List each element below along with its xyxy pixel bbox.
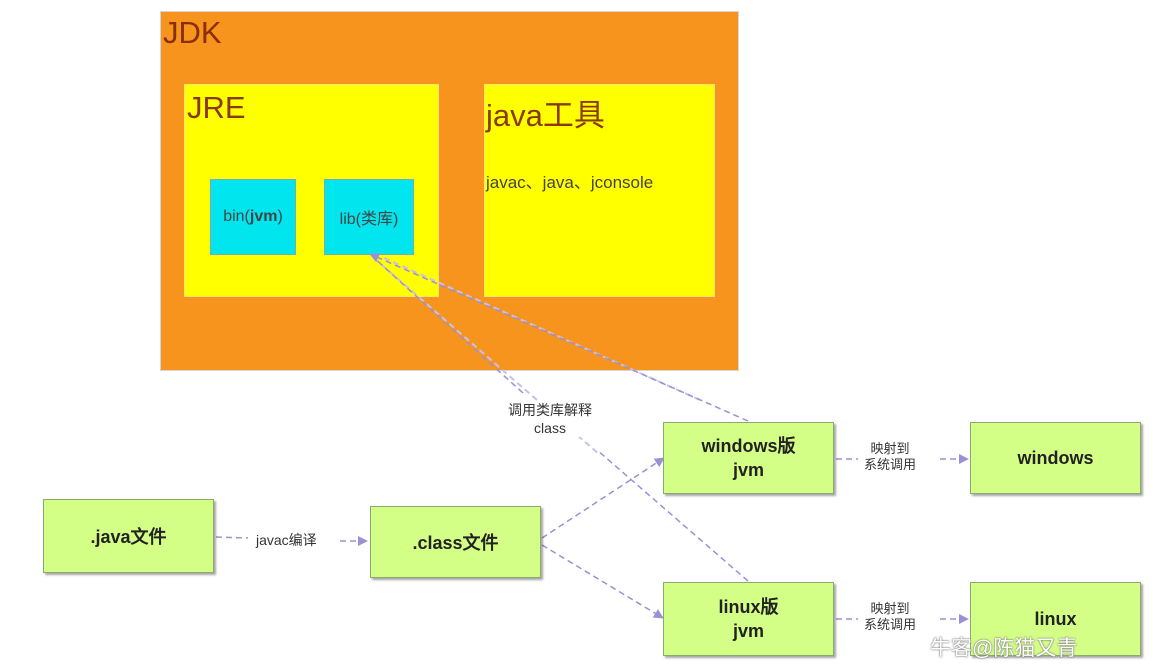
windows-jvm-node: windows版 jvm	[663, 422, 834, 494]
linux-jvm-label-line2: jvm	[732, 621, 764, 641]
linux-jvm-to-lib-line-1	[596, 449, 749, 582]
java-tools-box	[484, 84, 715, 297]
linux-os-label: linux	[1034, 608, 1077, 629]
map-windows-label-line2: 系统调用	[864, 457, 917, 472]
java-file-node: .java文件	[43, 499, 214, 573]
watermark: 牛客@陈猫又青	[930, 637, 1078, 660]
java-tools-list: javac、java、jconsole	[486, 173, 654, 192]
call-lib-label: 调用类库解释 class	[505, 401, 595, 437]
jdk-title: JDK	[163, 15, 222, 50]
java-file-label: .java文件	[90, 527, 167, 547]
class-file-node: .class文件	[370, 506, 541, 578]
windows-jvm-to-lib-arrow	[369, 253, 749, 422]
class-to-linux-jvm-arrow	[541, 544, 664, 619]
linux-jvm-label-line1: linux版	[718, 597, 779, 617]
call-lib-label-line1: 调用类库解释	[508, 402, 592, 418]
bin-jvm-box: bin(jvm)	[210, 179, 296, 255]
windows-os-label: windows	[1017, 447, 1094, 468]
map-linux-label-line2: 系统调用	[864, 617, 917, 632]
lib-box: lib(类库)	[324, 179, 414, 255]
javac-compile-label: javac编译	[252, 531, 321, 549]
class-to-windows-jvm-arrow	[541, 457, 665, 539]
map-linux-label-line1: 映射到	[870, 601, 910, 616]
linux-jvm-to-lib-line-2	[371, 255, 524, 394]
class-file-label: .class文件	[412, 533, 499, 553]
lib-label: lib(类库)	[339, 211, 399, 228]
windows-jvm-label-line1: windows版	[701, 436, 796, 456]
bin-jvm-label: bin(jvm)	[223, 208, 283, 225]
map-windows-label: 映射到 系统调用	[862, 441, 919, 473]
java-to-class-arrow-a	[215, 536, 249, 539]
lib-ghost-line-2	[383, 257, 701, 401]
call-lib-label-line2: class	[534, 420, 566, 436]
jre-title: JRE	[187, 90, 246, 125]
windows-os-node: windows	[970, 422, 1141, 494]
map-linux-label: 映射到 系统调用	[862, 601, 919, 633]
windows-jvm-label-line2: jvm	[732, 460, 765, 480]
linux-os-node: linux	[970, 582, 1141, 656]
java-tools-title: java工具	[486, 98, 605, 133]
linux-jvm-node: linux版 jvm	[663, 582, 834, 656]
map-windows-label-line1: 映射到	[870, 441, 910, 456]
